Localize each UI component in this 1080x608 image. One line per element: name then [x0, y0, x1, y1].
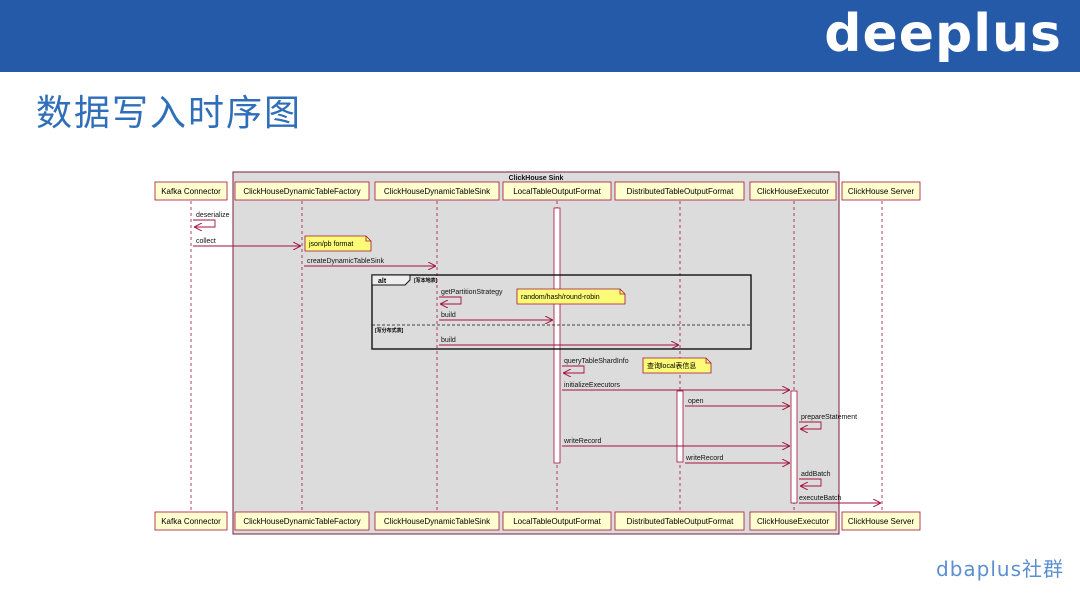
header-bar: deeplus: [0, 0, 1080, 72]
activation-executor: [790, 390, 798, 504]
group-label: ClickHouse Sink: [509, 175, 564, 182]
alt-guard-local: [写本地表]: [414, 277, 438, 284]
msg-build-local: build: [441, 312, 456, 319]
participant-bottom-server: ClickHouse Server: [848, 517, 915, 526]
msg-build-distributed: build: [441, 337, 456, 344]
alt-guard-distributed: [写分布式表]: [375, 327, 404, 334]
participant-bottom-sink: ClickHouseDynamicTableSink: [384, 517, 491, 526]
alt-fragment: alt [写本地表] [写分布式表]: [371, 274, 752, 350]
activation-bars: [553, 207, 798, 504]
participants-bottom: Kafka Connector ClickHouseDynamicTableFa…: [154, 511, 921, 531]
notes: json/pb format random/hash/round-robin 查…: [304, 235, 712, 374]
activation-local: [553, 207, 561, 464]
msg-create-sink: createDynamicTableSink: [307, 258, 385, 265]
participant-top-executor: ClickHouseExecutor: [757, 187, 829, 196]
note-query-local-table: 查询local表信息: [647, 361, 696, 370]
dbaplus-watermark: dbaplus社群: [936, 557, 1064, 581]
msg-get-partition: getPartitionStrategy: [441, 289, 503, 296]
arrow-query-shard: [562, 365, 585, 373]
participants-top: Kafka Connector ClickHouseDynamicTableFa…: [154, 181, 921, 201]
msg-execute-batch: executeBatch: [799, 495, 842, 502]
note-json-pb: json/pb format: [308, 241, 353, 248]
msg-collect: collect: [196, 238, 216, 245]
participant-bottom-kafka: Kafka Connector: [161, 517, 221, 526]
message-arrows: [193, 219, 880, 503]
participant-top-distributed: DistributedTableOutputFormat: [627, 187, 734, 196]
note-partition-strategies: random/hash/round-robin: [521, 294, 600, 301]
participant-top-factory: ClickHouseDynamicTableFactory: [243, 187, 360, 196]
arrow-deserialize: [193, 219, 216, 227]
activation-distributed: [676, 390, 684, 463]
participant-top-sink: ClickHouseDynamicTableSink: [384, 187, 491, 196]
msg-write-distributed: writeRecord: [685, 455, 723, 462]
msg-prepare: prepareStatement: [801, 414, 857, 421]
arrow-add-batch: [799, 478, 822, 486]
arrow-prepare: [799, 421, 822, 429]
participant-bottom-factory: ClickHouseDynamicTableFactory: [243, 517, 360, 526]
participant-top-kafka: Kafka Connector: [161, 187, 221, 196]
alt-operator: alt: [378, 278, 387, 285]
msg-open: open: [688, 398, 704, 405]
participant-bottom-local: LocalTableOutputFormat: [513, 517, 601, 526]
msg-init-executors: initializeExecutors: [564, 382, 621, 389]
msg-deserialize: deserialize: [196, 212, 230, 219]
slide-title: 数据写入时序图: [36, 93, 303, 134]
clickhouse-sink-group: [232, 171, 840, 535]
participant-bottom-executor: ClickHouseExecutor: [757, 517, 829, 526]
deeplus-logo: deeplus: [824, 4, 1062, 64]
msg-write-local: writeRecord: [563, 438, 601, 445]
participant-top-local: LocalTableOutputFormat: [513, 187, 601, 196]
participant-top-server: ClickHouse Server: [848, 187, 915, 196]
arrow-get-partition: [439, 296, 462, 304]
msg-add-batch: addBatch: [801, 471, 831, 478]
message-labels: deserialize collect createDynamicTableSi…: [196, 212, 857, 502]
participant-bottom-distributed: DistributedTableOutputFormat: [627, 517, 734, 526]
msg-query-shard: queryTableShardInfo: [564, 358, 629, 365]
